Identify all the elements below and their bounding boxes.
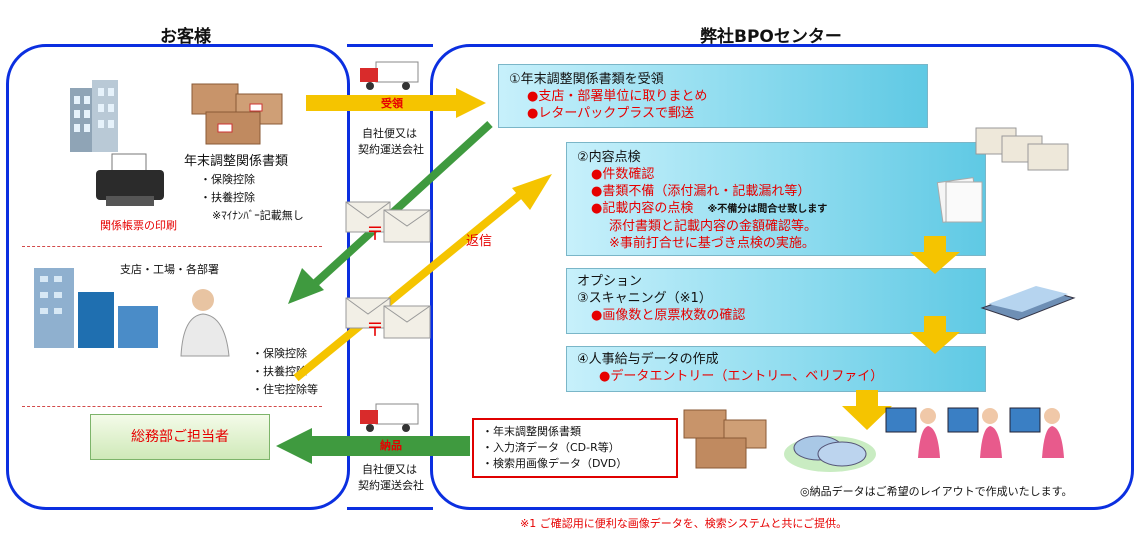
document-stack-icon (936, 177, 983, 223)
down-arrow (910, 316, 960, 354)
corridor (347, 44, 433, 510)
svg-text:〒: 〒 (366, 320, 384, 341)
receive-arrow (306, 88, 486, 118)
doc-item: ・保険控除 (200, 173, 255, 186)
branch-label: 支店・工場・各部署 (120, 263, 219, 276)
step-2-title: ②内容点検 (577, 150, 641, 165)
return-arrow-green (288, 121, 493, 304)
general-affairs-box: 総務部ご担当者 (90, 414, 270, 460)
reply-label: 返信 (466, 234, 493, 249)
down-arrow (910, 236, 960, 274)
truck-icon (360, 61, 419, 90)
deliver-arrow (276, 428, 470, 464)
doc-item: ※ﾏｲﾅﾝﾊﾞｰ記載無し (212, 209, 304, 222)
building-icon (70, 80, 118, 152)
carrier-text: 自社便又は (362, 127, 417, 140)
step-3-title: ③スキャニング（※1） (577, 291, 712, 306)
carrier-text: 自社便又は (362, 463, 417, 476)
carrier-text: 契約運送会社 (358, 479, 424, 492)
divider (22, 406, 322, 407)
step-3-item: ●画像数と原票枚数の確認 (591, 308, 746, 323)
envelope-icon (975, 127, 1069, 171)
step-4-box: ④人事給与データの作成 ●データエントリー（エントリー、ベリファイ） (566, 346, 986, 392)
building-icon (34, 268, 158, 348)
step-1-item: ●支店・部署単位に取りまとめ (527, 89, 708, 104)
deliverable-item: ・入力済データ（CD-R等） (482, 441, 620, 454)
envelope-icon: 〒 (345, 297, 431, 341)
deliverable-item: ・年末調整関係書類 (482, 425, 581, 438)
layout-note: ◎納品データはご希望のレイアウトで作成いたします。 (800, 485, 1073, 498)
step-4-item: ●データエントリー（エントリー、ベリファイ） (599, 369, 884, 384)
footnote: ※1 ご確認用に便利な画像データを、検索システムと共にご提供。 (520, 517, 848, 530)
doc-label: 年末調整関係書類 (184, 154, 289, 169)
step-2-item: ●件数確認 (591, 167, 655, 182)
office-worker-icon (180, 289, 230, 357)
customer-title: お客様 (160, 27, 211, 47)
branch-item: ・住宅控除等 (252, 383, 318, 396)
step-1-box: ①年末調整関係書類を受領 ●支店・部署単位に取りまとめ ●レターパックプラスで郵… (498, 64, 928, 128)
general-affairs-label: 総務部ご担当者 (131, 429, 229, 445)
step-1-item: ●レターパックプラスで郵送 (527, 106, 694, 121)
step-2-item: ●書類不備（添付漏れ・記載漏れ等） (591, 184, 811, 199)
carrier-text: 契約運送会社 (358, 143, 424, 156)
svg-text:〒: 〒 (366, 224, 384, 245)
branch-item: ・保険控除 (252, 347, 307, 360)
divider (22, 246, 322, 247)
step-2-check: ●記載内容の点検 (591, 201, 694, 216)
cardboard-box-icon (683, 409, 767, 469)
cd-icon (784, 435, 876, 472)
cardboard-box-icon (191, 83, 283, 145)
step-2-box: ②内容点検 ●件数確認 ●書類不備（添付漏れ・記載漏れ等） ●記載内容の点検 ※… (566, 142, 986, 256)
doc-item: ・扶養控除 (200, 191, 255, 204)
step-2-check-note: ※不備分は問合せ致します (707, 204, 828, 215)
step-2-sub: ※事前打合せに基づき点検の実施。 (609, 236, 815, 251)
truck-icon (360, 403, 419, 432)
scanner-icon (980, 286, 1076, 321)
reply-arrow-yellow (293, 174, 552, 382)
receive-label: 受領 (381, 97, 403, 110)
print-label: 関係帳票の印刷 (100, 219, 177, 232)
step-4-title: ④人事給与データの作成 (577, 352, 719, 367)
deliverables-box: ・年末調整関係書類 ・入力済データ（CD-R等） ・検索用画像データ（DVD） (472, 418, 678, 478)
step-3-box: オプション ③スキャニング（※1） ●画像数と原票枚数の確認 (566, 268, 986, 334)
down-arrow (842, 390, 892, 430)
envelope-icon: 〒 (345, 201, 431, 245)
deliverable-item: ・検索用画像データ（DVD） (482, 457, 628, 470)
bpo-center-title: 弊社BPOセンター (700, 27, 842, 47)
step-3-option: オプション (577, 274, 643, 289)
step-1-title: ①年末調整関係書類を受領 (509, 72, 664, 87)
printer-icon (96, 153, 164, 206)
branch-item: ・扶養控除 (252, 365, 307, 378)
computer-operator-icon (885, 407, 1064, 458)
deliver-label: 納品 (380, 439, 402, 452)
step-2-sub: 添付書類と記載内容の金額確認等。 (609, 219, 818, 234)
